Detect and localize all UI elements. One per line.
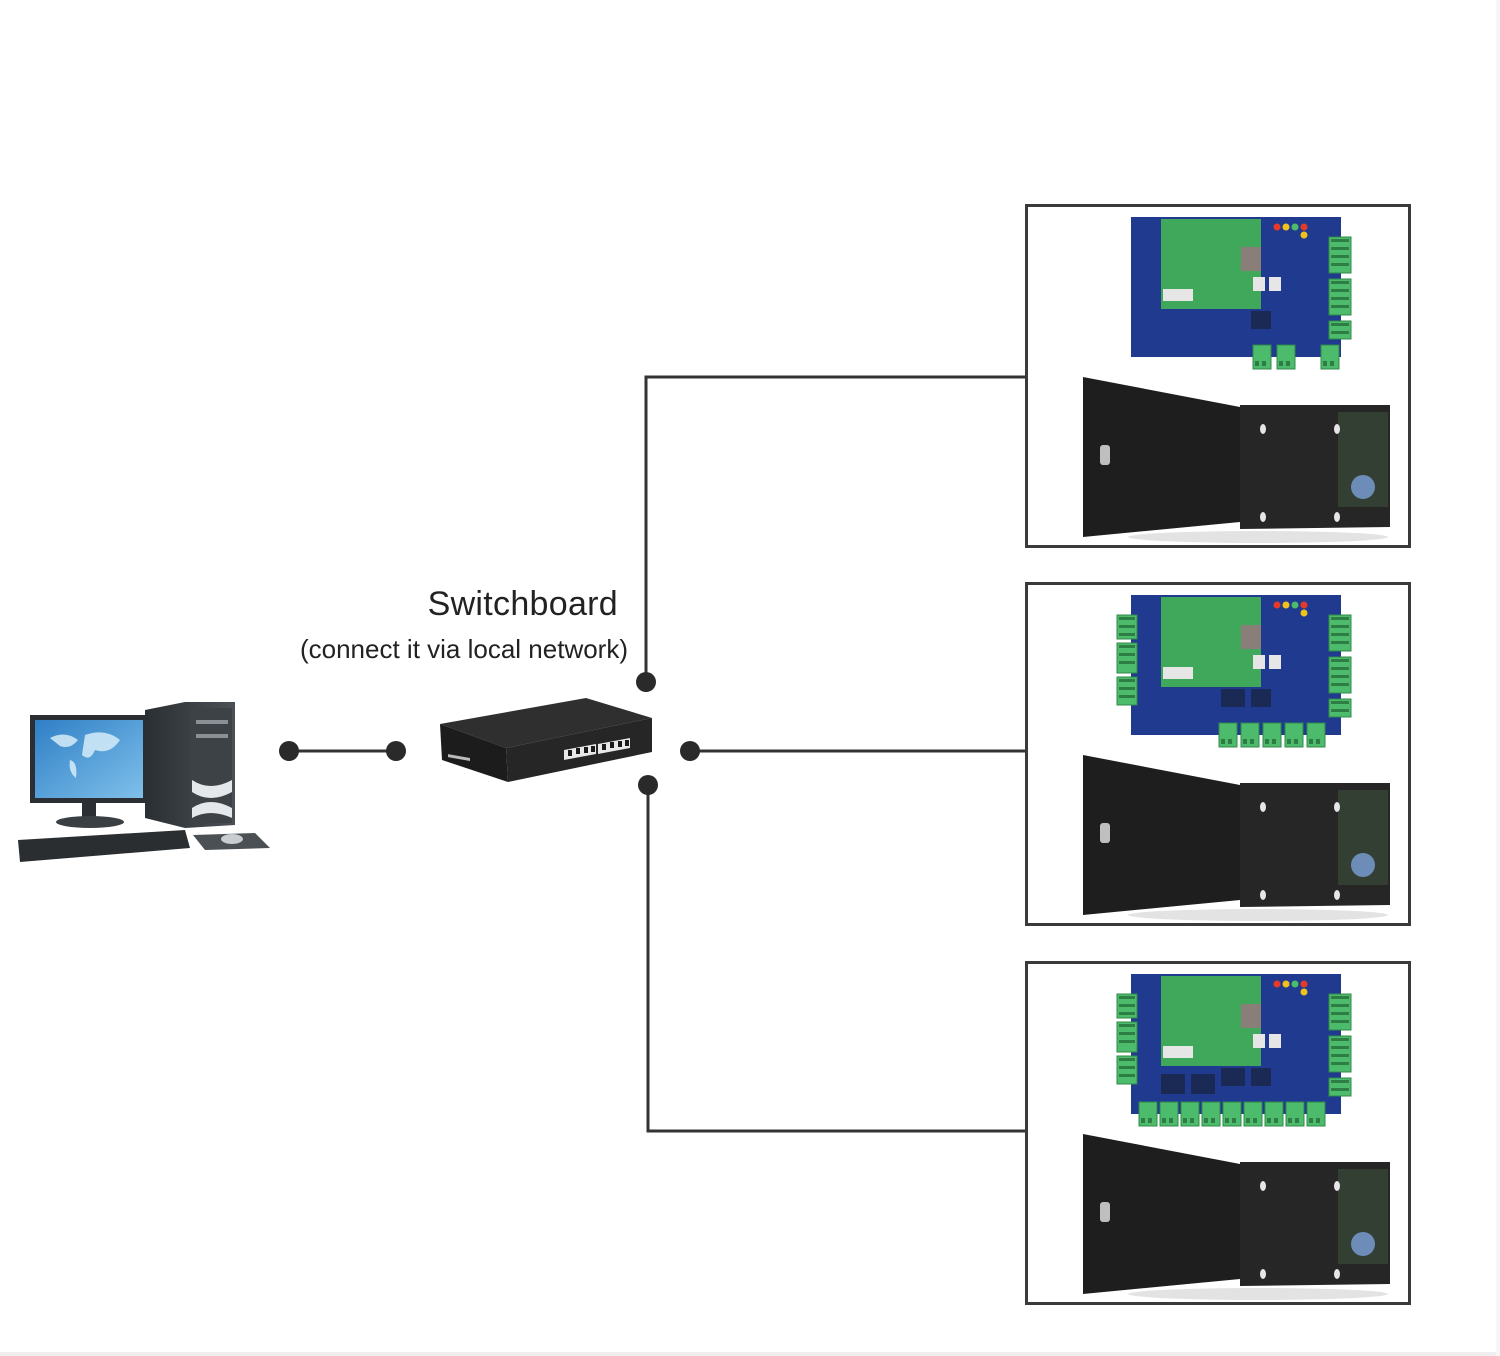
right-edge-rule [1496, 0, 1500, 1356]
bottom-edge-rule [0, 1352, 1500, 1356]
controller-illustration-1 [1083, 217, 1390, 543]
junction-dot-computer [279, 741, 299, 761]
junction-dot-up [636, 672, 656, 692]
edge-switch-controller-3 [646, 785, 1025, 1133]
controller-board-icon [1116, 974, 1352, 1127]
enclosure-icon [1083, 377, 1390, 543]
enclosure-icon [1083, 1134, 1390, 1300]
controller-box-1 [1025, 204, 1411, 548]
enclosure-icon [1083, 755, 1390, 921]
edge-switch-controller-1 [644, 375, 1025, 682]
network-switch-icon [440, 698, 652, 782]
controller-illustration-2 [1083, 595, 1390, 921]
controller-box-3 [1025, 961, 1411, 1305]
junction-dot-right [680, 741, 700, 761]
switchboard-subtitle: (connect it via local network) [299, 634, 628, 664]
controller-box-2 [1025, 582, 1411, 926]
junction-dot-down [638, 775, 658, 795]
switchboard-title: Switchboard [427, 585, 618, 623]
controller-board-icon [1116, 595, 1352, 748]
controller-illustration-3 [1083, 974, 1390, 1300]
junction-dot-switch-in [386, 741, 406, 761]
desktop-computer-icon [18, 702, 270, 862]
controller-board-icon [1131, 217, 1352, 370]
